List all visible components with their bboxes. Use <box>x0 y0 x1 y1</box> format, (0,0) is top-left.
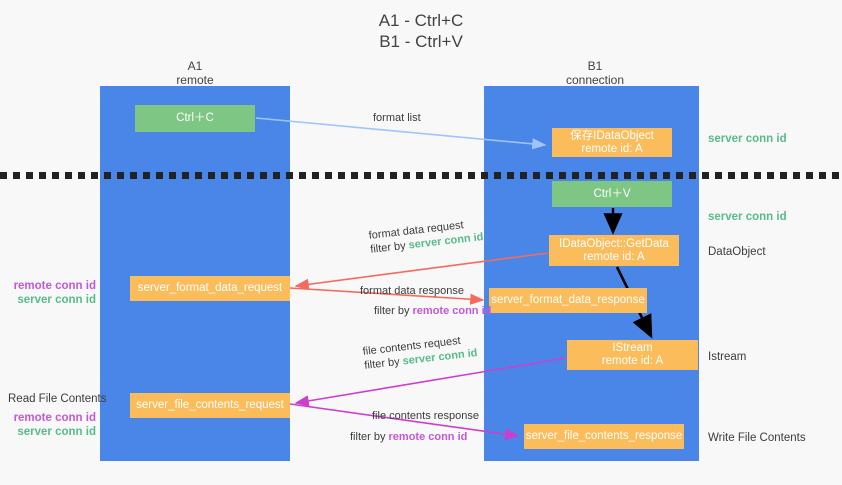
title-line-1: A1 - Ctrl+C <box>378 11 464 30</box>
box-ctrl-v-label: Ctrl＋V <box>593 187 631 200</box>
arrow-label-file-contents-response: file contents response filter by remote … <box>350 409 480 444</box>
arrow-label-format-data-response: format data response filter by remote co… <box>360 284 491 318</box>
box-server-file-contents-request[interactable]: server_file_contents_request <box>130 393 290 418</box>
column-a1-role: remote <box>176 73 214 87</box>
arrow-label-format-list-text: format list <box>373 112 421 124</box>
title-line-2: B1 - Ctrl+V <box>379 32 463 51</box>
annotation-server-conn-id-mid: server conn id <box>708 211 787 223</box>
file-contents-response-filter-prefix: filter by <box>350 431 389 443</box>
annotation-write-file-contents: Write File Contents <box>708 432 806 444</box>
box-istream-line1: IStream <box>612 342 653 354</box>
box-server-file-contents-request-label: server_file_contents_request <box>136 399 284 411</box>
column-b1-role: connection <box>565 73 625 87</box>
annotation-remote-conn-id-1: remote conn id <box>13 280 96 292</box>
annotation-dataobject: DataObject <box>708 246 766 258</box>
box-istream-line2: remote id: A <box>601 355 664 367</box>
column-header-b1: B1 connection <box>525 59 665 87</box>
annotation-remote-conn-id-2: remote conn id <box>13 412 96 424</box>
box-save-idataobject-line1: 保存IDataObject <box>570 129 654 142</box>
annotation-conn-ids-2: remote conn id server conn id <box>8 411 96 439</box>
box-server-format-data-response-label: server_format_data_response <box>491 294 645 306</box>
annotation-istream: Istream <box>708 351 747 363</box>
column-b1-name: B1 <box>587 59 603 73</box>
box-server-format-data-response[interactable]: server_format_data_response <box>489 288 647 313</box>
annotation-server-conn-id-top: server conn id <box>708 133 787 145</box>
file-contents-response-line1: file contents response <box>372 410 480 422</box>
page-title: A1 - Ctrl+C B1 - Ctrl+V <box>0 10 842 52</box>
box-server-file-contents-response[interactable]: server_file_contents_response <box>524 424 684 449</box>
annotation-read-file-contents: Read File Contents <box>8 393 107 405</box>
arrow-label-file-contents-request: file contents request filter by server c… <box>362 332 478 373</box>
box-server-format-data-request-label: server_format_data_request <box>137 282 283 294</box>
arrow-label-format-data-request: format data request filter by server con… <box>368 216 484 257</box>
arrow-label-format-list: format list <box>373 111 421 125</box>
format-data-response-filter: filter by remote conn id <box>374 304 491 318</box>
format-data-response-filter-value: remote conn id <box>412 305 492 317</box>
box-getdata-line1: IDataObject::GetData <box>559 237 669 250</box>
box-idataobject-getdata[interactable]: IDataObject::GetData remote id: A <box>549 235 679 266</box>
box-getdata-line2: remote id: A <box>583 250 645 263</box>
column-a1-name: A1 <box>187 59 203 73</box>
format-data-request-filter-prefix: filter by <box>369 239 410 256</box>
phase-divider <box>0 172 842 179</box>
box-server-format-data-request[interactable]: server_format_data_request <box>130 276 290 301</box>
format-data-response-filter-prefix: filter by <box>374 305 413 317</box>
column-header-a1: A1 remote <box>125 59 265 87</box>
box-ctrl-c[interactable]: Ctrl＋C <box>135 105 255 132</box>
box-ctrl-v[interactable]: Ctrl＋V <box>552 181 672 207</box>
box-ctrl-c-label: Ctrl＋C <box>176 112 214 124</box>
box-server-file-contents-response-label: server_file_contents_response <box>525 430 683 442</box>
box-istream[interactable]: IStream remote id: A <box>567 340 698 370</box>
box-save-idataobject[interactable]: 保存IDataObject remote id: A <box>552 128 672 157</box>
file-contents-request-filter-prefix: filter by <box>363 355 404 372</box>
annotation-server-conn-id-1: server conn id <box>17 294 96 306</box>
box-save-idataobject-line2: remote id: A <box>581 142 643 155</box>
file-contents-response-filter-value: remote conn id <box>388 431 468 443</box>
annotation-server-conn-id-2: server conn id <box>17 426 96 438</box>
annotation-conn-ids-1: remote conn id server conn id <box>8 279 96 307</box>
file-contents-response-filter: filter by remote conn id <box>350 430 479 444</box>
format-data-response-line1: format data response <box>360 285 464 297</box>
